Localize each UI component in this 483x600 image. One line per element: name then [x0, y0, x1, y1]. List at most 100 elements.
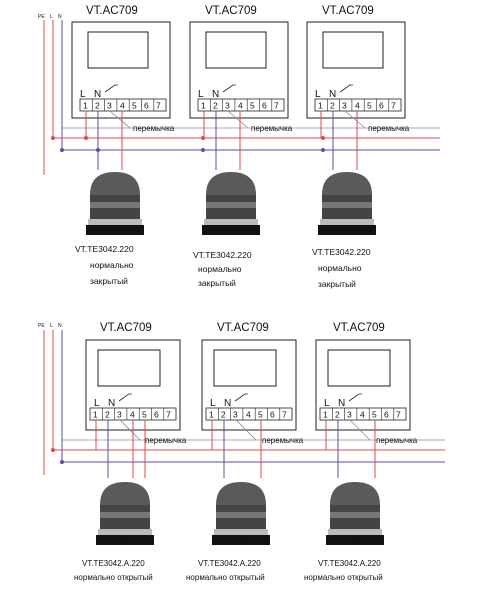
terminal-number-4: 4 — [355, 101, 360, 111]
terminal-number-3: 3 — [233, 410, 238, 420]
thermostat-unit: VT.AC709 L N 1 2 3 4 5 6 7 перемычка — [304, 322, 418, 582]
terminal-number-2: 2 — [221, 410, 226, 420]
terminal-number-2: 2 — [330, 101, 335, 111]
terminal-number-2: 2 — [335, 410, 340, 420]
thermostat-unit: VT.AC709 L N 1 2 3 4 5 6 7 перемычка — [189, 5, 293, 288]
terminal-number-2: 2 — [95, 101, 100, 111]
jumper-label: перемычка — [368, 124, 410, 133]
relay-contact — [339, 84, 353, 93]
actuator-model: VT.TE3042.220 — [312, 247, 371, 257]
terminal-number-6: 6 — [270, 410, 275, 420]
terminal-number-1: 1 — [318, 101, 323, 111]
thermostat-unit: VT.AC709 L N 1 2 3 4 5 6 7 перемычка — [71, 5, 175, 286]
relay-contact — [104, 84, 118, 93]
terminal-number-1: 1 — [83, 101, 88, 111]
junction-dot — [321, 148, 325, 152]
actuator-model: VT.TE3042.A.220 — [82, 559, 145, 568]
terminal-number-3: 3 — [117, 410, 122, 420]
actuator: ✕ — [96, 482, 154, 545]
jumper-label: перемычка — [262, 436, 304, 445]
terminal-block — [314, 98, 402, 112]
bus-label-n: N — [58, 14, 62, 20]
thermostat-display — [327, 349, 391, 387]
terminal-number-7: 7 — [396, 410, 401, 420]
terminal-block — [205, 407, 293, 421]
actuator-mode-line-1: нормально — [198, 264, 242, 274]
actuator-mode-line-2: закрытый — [90, 276, 128, 286]
thermostat-model: VT.AC709 — [217, 322, 269, 334]
junction-dot — [321, 136, 325, 140]
terminal-number-4: 4 — [238, 101, 243, 111]
actuator-model: VT.TE3042.A.220 — [318, 559, 381, 568]
terminal-number-5: 5 — [372, 410, 377, 420]
terminal-number-2: 2 — [213, 101, 218, 111]
terminal-block — [319, 407, 407, 421]
junction-dot — [51, 136, 55, 140]
terminal-number-4: 4 — [360, 410, 365, 420]
relay-contact — [234, 393, 248, 402]
terminal-letter-l: L — [315, 89, 321, 100]
actuator-model: VT.TE3042.220 — [75, 244, 134, 254]
terminal-number-7: 7 — [282, 410, 287, 420]
actuator-logo-icon: ✕ — [238, 538, 244, 545]
bus-label-pe: PE — [38, 323, 45, 329]
bus-label-pe: PE — [38, 14, 45, 20]
actuator-mode: нормально открытый — [304, 573, 383, 582]
thermostat-display — [205, 31, 267, 69]
actuator: ✕ — [326, 482, 384, 545]
terminal-letter-n: N — [329, 89, 336, 100]
terminal-letter-n: N — [224, 398, 231, 409]
actuator-mode: нормально открытый — [74, 573, 153, 582]
terminal-number-4: 4 — [120, 101, 125, 111]
actuator-mode-line-2: закрытый — [318, 279, 356, 289]
actuator: ✕ — [202, 172, 260, 235]
terminal-number-3: 3 — [342, 101, 347, 111]
terminal-number-7: 7 — [391, 101, 396, 111]
bus-label-l: L — [50, 323, 53, 329]
thermostat-display — [322, 31, 384, 69]
thermostat-model: VT.AC709 — [322, 5, 374, 17]
section-normally-open: PE L N VT.AC709 L N 1 2 3 — [38, 322, 445, 582]
thermostat-unit: VT.AC709 L N 1 2 3 4 5 6 7 перемычка — [74, 322, 187, 582]
terminal-number-3: 3 — [347, 410, 352, 420]
terminal-number-7: 7 — [166, 410, 171, 420]
thermostat-display — [87, 31, 149, 69]
jumper-label: перемычка — [133, 124, 175, 133]
terminal-letter-l: L — [80, 89, 86, 100]
terminal-block — [79, 98, 167, 112]
relay-contact — [222, 84, 236, 93]
relay-contact — [118, 393, 132, 402]
terminal-number-6: 6 — [154, 410, 159, 420]
thermostat-display — [97, 349, 161, 387]
terminal-number-5: 5 — [142, 410, 147, 420]
terminal-number-5: 5 — [132, 101, 137, 111]
junction-dot — [60, 148, 64, 152]
thermostat-model: VT.AC709 — [100, 322, 152, 334]
junction-dot — [201, 148, 205, 152]
jumper-label: перемычка — [376, 436, 418, 445]
actuator-mode: нормально открытый — [186, 573, 265, 582]
terminal-letter-n: N — [212, 89, 219, 100]
terminal-number-5: 5 — [258, 410, 263, 420]
terminal-number-4: 4 — [130, 410, 135, 420]
actuator-mode-line-1: нормально — [90, 260, 134, 270]
actuator-logo-icon: ✕ — [352, 538, 358, 545]
terminal-number-5: 5 — [367, 101, 372, 111]
actuator-logo-icon: ✕ — [228, 228, 234, 235]
thermostat-unit: VT.AC709 L N 1 2 3 4 5 6 7 перемычка — [186, 322, 304, 582]
terminal-letter-l: L — [94, 398, 100, 409]
terminal-letter-l: L — [324, 398, 330, 409]
terminal-letter-l: L — [198, 89, 204, 100]
actuator-model: VT.TE3042.220 — [193, 250, 252, 260]
terminal-number-1: 1 — [323, 410, 328, 420]
terminal-number-4: 4 — [246, 410, 251, 420]
thermostat-unit: VT.AC709 L N 1 2 3 4 5 6 7 перемычка — [306, 5, 410, 289]
actuator-logo-icon: ✕ — [344, 228, 350, 235]
terminal-number-1: 1 — [209, 410, 214, 420]
bus-label-l: L — [50, 14, 53, 20]
actuator-mode-line-2: закрытый — [198, 278, 236, 288]
terminal-letter-n: N — [338, 398, 345, 409]
terminal-number-3: 3 — [107, 101, 112, 111]
terminal-letter-l: L — [210, 398, 216, 409]
